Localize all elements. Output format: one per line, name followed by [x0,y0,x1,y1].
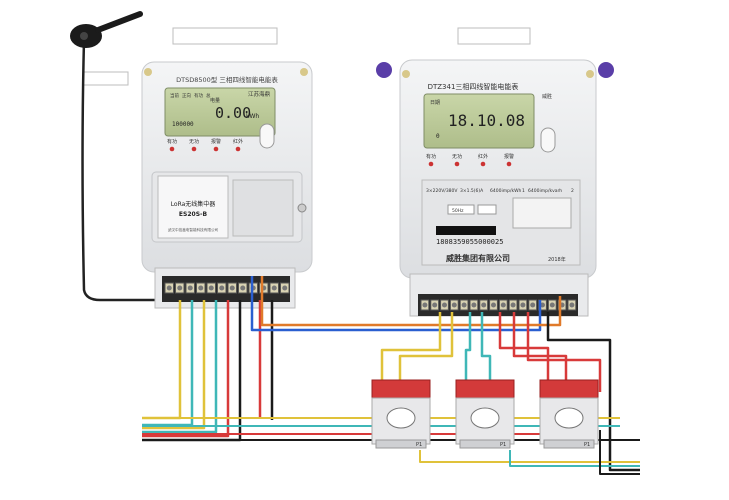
wire [142,300,218,434]
meter1-indicator-label: 报警 [211,138,221,145]
meter2-spec-freq: 50Hz [452,208,464,214]
lora-module-model: ES20S-B [179,211,208,218]
wire [142,300,206,430]
wire [509,450,640,467]
meter2-brand: 威胜 [542,93,552,100]
meter2-barcode [436,226,496,235]
meter2-company: 威胜集团有限公司 [446,253,510,263]
meter1-lcd [164,87,276,137]
ct-label: P1 [500,442,506,448]
meter2-indicator-led [480,161,486,167]
meter1-lcd-main: 0.00 [215,104,251,122]
meter2-indicator-led [454,161,460,167]
meter1-indicator-led [235,146,241,152]
meter1-brand: 江苏海鼎 [248,90,270,98]
wire [142,300,230,438]
wire [250,276,542,332]
meter2-tag1: 1 [522,188,525,194]
meter2-spec-const2: 6400imp/kvarh [528,188,562,194]
label-box-meter1 [172,27,278,45]
meter2-spec-const1: 6400imp/kWh [490,188,522,194]
meter2-indicator-led [506,161,512,167]
meter2: DTZ341三相四线智能电能表 威胜 日期 18.10.08 0 有功 无功 红外 报… [376,59,614,317]
meter2-serial: 1808359055000025 [436,238,503,246]
meter1-indicator-led [213,146,219,152]
wire [464,312,472,382]
meter1-indicator-led [191,146,197,152]
meter2-year: 2018年 [548,256,566,263]
meter1-lcd-label: 电量 [210,97,220,104]
current-transformers: P1 P1 P1 [371,379,599,449]
wire [498,312,550,382]
meter2-lcd-sub: 0 [436,133,440,140]
wire [546,312,640,472]
meter1-indicator-led [169,146,175,152]
meter2-tag2: 2 [571,188,574,194]
current-transformer: P1 [539,379,599,449]
antenna [70,11,180,302]
wire [419,450,640,463]
wire [142,300,194,427]
meter2-spec-voltage: 3×220V/380V [426,188,458,194]
ct-label: P1 [584,442,590,448]
current-transformer: P1 [371,379,431,449]
meter2-lcd-label: 日期 [430,100,440,106]
meter1-button[interactable] [259,123,275,149]
meter2-indicator-label: 无功 [452,153,462,160]
lora-module-company: 武汉中技鑫电智能科技有限公司 [168,227,219,232]
meter1-lcd-tag: 有功 [194,92,203,99]
lora-module [157,175,229,239]
meter1-indicator-label: 无功 [189,138,199,145]
meter1: DTSD8500型 三相四线智能电能表 0.00 kWh 电量 100000 当… [141,61,313,309]
meter2-model: DTZ341三相四线智能电能表 [428,82,519,91]
meter1-lcd-tag: 正向 [182,92,191,99]
wire [142,300,182,420]
meter2-indicator-label: 报警 [504,153,514,160]
meter2-lcd-main: 18.10.08 [448,111,525,130]
ct-label: P1 [416,442,422,448]
meter1-lcd-tag: 总 [206,92,211,99]
wire [260,276,562,327]
meter2-indicator-label: 有功 [426,153,436,160]
meter1-lcd-unit: kWh [246,113,259,120]
meter1-model: DTSD8500型 三相四线智能电能表 [176,75,278,84]
lora-module-name: LoRa无线集中器 [171,200,216,208]
meter2-spec-current: 3×1.5(6)A [460,188,484,194]
meter1-indicator-label: 有功 [167,138,177,145]
wires [142,276,640,475]
meter1-indicator-label: 红外 [233,138,243,145]
meter2-indicator-label: 红外 [478,153,488,160]
meter1-lcd-tag: 当前 [170,92,179,99]
meter1-lcd-sub: 100000 [172,121,194,128]
wire [480,312,492,382]
wire [512,312,568,382]
meter2-indicator-led [428,161,434,167]
wire [398,312,454,382]
wire [380,312,442,382]
label-box-meter2 [457,27,531,45]
meter2-button[interactable] [540,127,556,153]
label-box-antenna [82,71,129,86]
wire [599,430,640,475]
meter2-lcd [423,93,535,149]
wire [526,312,602,392]
current-transformer: P1 [455,379,515,449]
